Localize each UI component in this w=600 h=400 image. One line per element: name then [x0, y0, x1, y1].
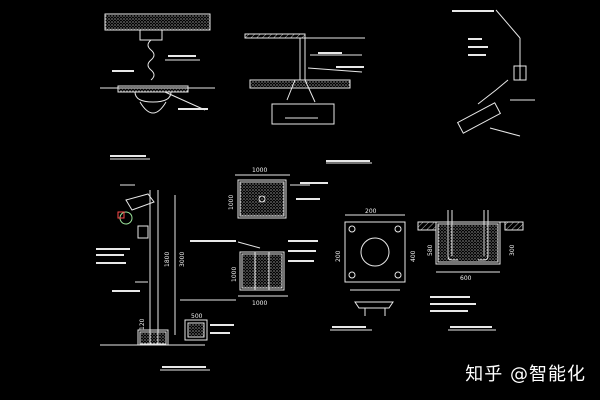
concrete-block: [435, 221, 501, 265]
anchor-bolt-left: [447, 210, 458, 261]
label-stub: [288, 250, 316, 252]
bracket-arm: [477, 79, 509, 105]
base-plate: [344, 221, 406, 283]
base-plate-small: [184, 319, 208, 341]
label-stub: [300, 182, 328, 184]
junction-box: [513, 65, 527, 81]
watermark: 知乎 @智能化: [465, 364, 586, 385]
plate-side-view: [354, 301, 394, 309]
bolt-hole: [394, 225, 402, 233]
dim-120: 120: [139, 318, 146, 330]
slab-hatch: [244, 33, 306, 39]
label-stub: [468, 54, 486, 56]
label-stub: [296, 198, 320, 200]
note-line: [430, 310, 468, 312]
label-stub: [288, 260, 314, 262]
ceiling-slab: [104, 13, 211, 31]
label-stub: [96, 262, 126, 264]
title-stub: [326, 160, 370, 162]
leader-line: [164, 91, 206, 111]
dim-1000-section-left: 1000: [231, 267, 238, 282]
dim-1000-top: 1000: [252, 167, 267, 174]
junction-box: [139, 29, 163, 41]
bolt-hole: [394, 271, 402, 279]
title-stub: [450, 326, 492, 328]
camera-housing: [125, 193, 155, 211]
dim-1000-left: 1000: [228, 195, 235, 210]
note-line: [430, 303, 476, 305]
ceiling-board: [249, 79, 351, 89]
flexible-conduit: [147, 39, 155, 81]
leader-line: [495, 9, 521, 39]
foundation-section-fill: [241, 253, 283, 289]
label-stub: [288, 240, 318, 242]
footing: [137, 329, 169, 346]
label-stub: [112, 290, 140, 292]
label-stub: [210, 332, 230, 334]
ceiling-board: [117, 85, 189, 93]
detail-wall-bracket-camera: [452, 9, 535, 137]
footing-fill: [139, 331, 167, 345]
foundation-section: [239, 251, 285, 291]
bolt-hole: [348, 271, 356, 279]
dim-1800: 1800: [164, 252, 171, 267]
detail-pole-camera: 1800 3000 120 500: [96, 155, 234, 371]
label-stub: [168, 55, 196, 57]
camera-housing: [456, 102, 502, 134]
dim-600: 600: [460, 275, 472, 282]
base-plate-fill: [187, 322, 205, 338]
title-stub: [162, 366, 206, 368]
control-box: [137, 225, 149, 239]
ground-hatch-right: [504, 221, 524, 231]
label-stub: [468, 46, 488, 48]
leader-line: [237, 241, 261, 249]
red-marker-icon: [117, 211, 125, 219]
label-stub: [210, 324, 234, 326]
dim-300: 300: [509, 244, 516, 256]
leader-line: [307, 67, 363, 73]
bolt-hole: [348, 225, 356, 233]
dim-400-right: 400: [410, 250, 417, 262]
note-line: [430, 296, 470, 298]
bracket-support: [489, 127, 521, 137]
label-stub: [96, 254, 124, 256]
foundation-plan-fill: [239, 181, 285, 217]
green-marker-icon: [119, 211, 133, 225]
detail-ceiling-bracket: [244, 33, 365, 125]
dim-1000-section-bottom: 1000: [252, 300, 267, 307]
label-stub: [96, 248, 130, 250]
title-stub: [332, 326, 366, 328]
anchor-bolt-right: [478, 210, 489, 261]
label-stub: [452, 10, 494, 12]
detail-foundation-section-right: 580 300 600: [417, 210, 524, 331]
dim-200-top: 200: [365, 208, 377, 215]
foundation-plan: [237, 179, 287, 219]
label-stub: [178, 108, 208, 110]
label-stub: [112, 70, 134, 72]
dim-500: 500: [191, 313, 203, 320]
dim-200-left: 200: [335, 250, 342, 262]
dome-housing: [134, 91, 172, 103]
label-stub: [318, 52, 342, 54]
camera-body: [271, 103, 335, 125]
anchor-center: [258, 195, 266, 203]
dim-580: 580: [427, 244, 434, 256]
bracket: [286, 79, 316, 103]
label-stub: [468, 38, 482, 40]
label-stub: [190, 240, 236, 242]
center-hole: [360, 237, 390, 267]
dome-cover: [139, 101, 167, 114]
detail-dome-camera-ceiling: [100, 13, 215, 114]
concrete-fill: [437, 223, 499, 263]
dim-3000: 3000: [179, 252, 186, 267]
title-underline: [110, 155, 146, 157]
label-stub: [336, 66, 364, 68]
detail-base-plate: 200 200 400: [326, 160, 417, 331]
ground-hatch-left: [417, 221, 437, 231]
detail-foundation: 1000 1000 1000 1000: [180, 167, 328, 307]
